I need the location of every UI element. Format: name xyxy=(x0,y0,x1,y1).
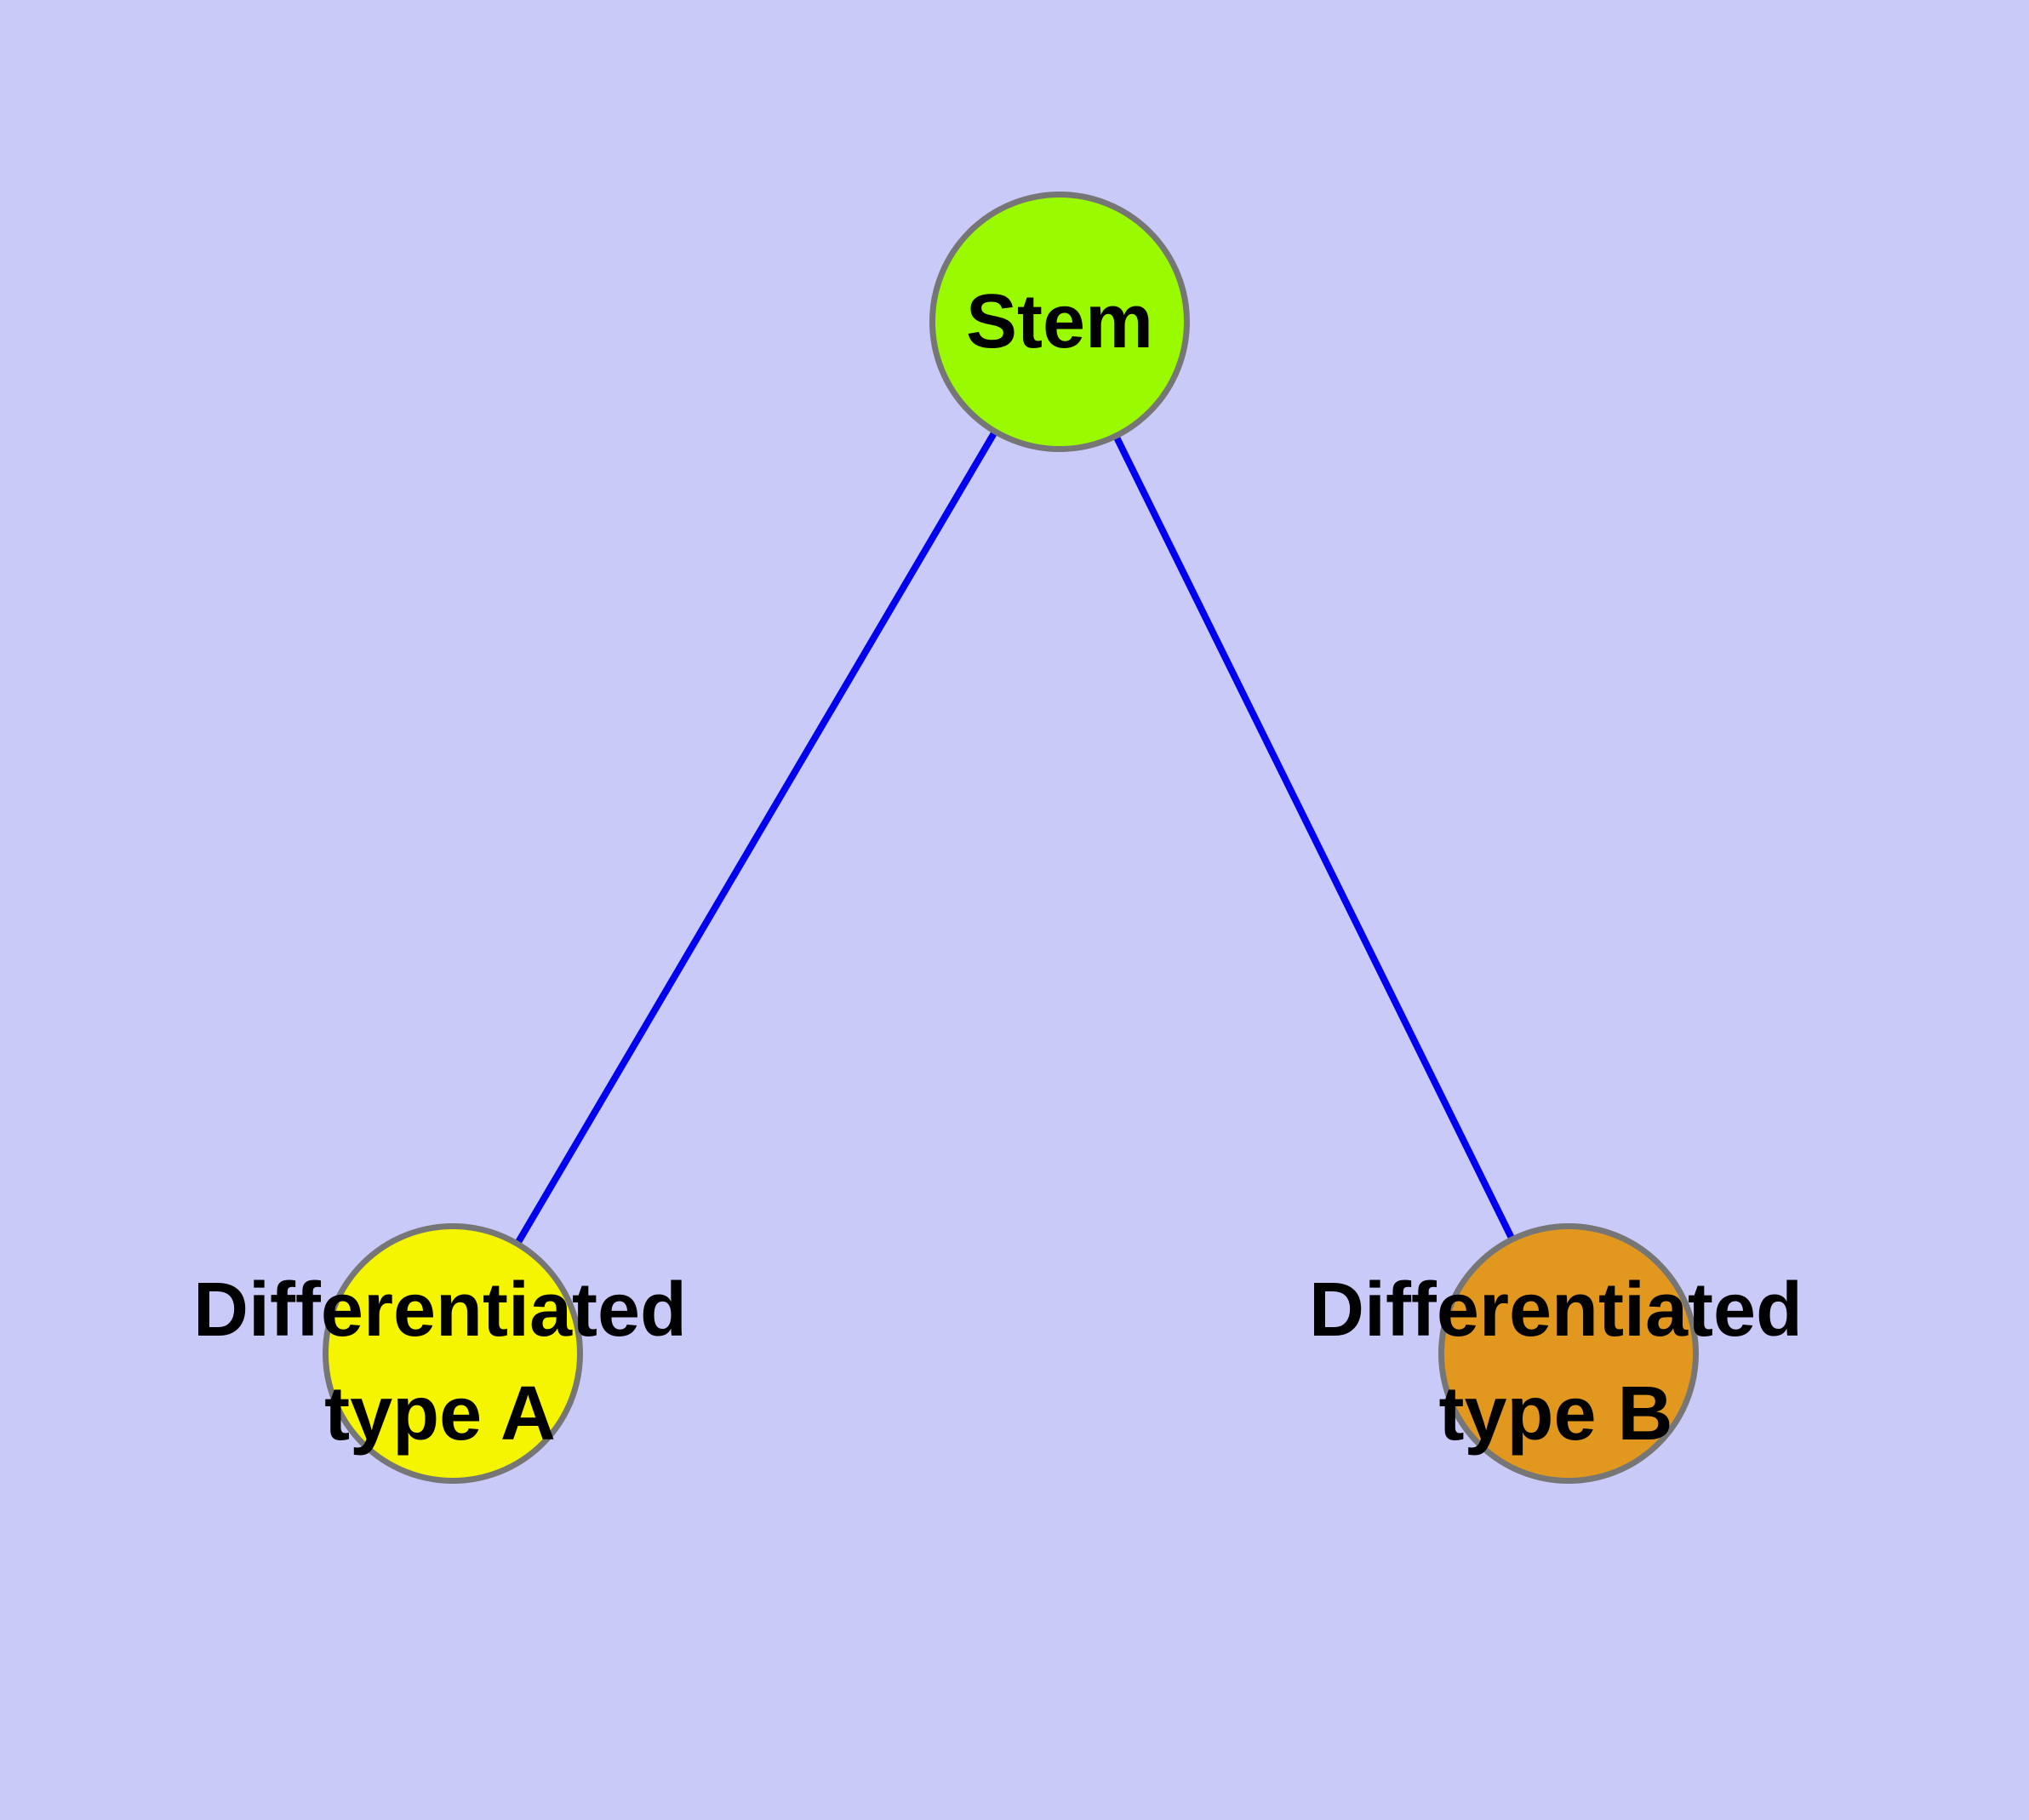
node-label-differentiated-type-b: Differentiated type B xyxy=(1308,1268,1803,1457)
edge-stem-to-type-a xyxy=(449,319,1063,1356)
node-label-differentiated-type-a: Differentiated type A xyxy=(192,1268,688,1457)
node-differentiated-type-a xyxy=(323,1223,583,1484)
node-label-stem: Stem xyxy=(965,279,1154,364)
node-differentiated-type-b xyxy=(1438,1223,1699,1484)
edge-stem-to-type-b xyxy=(1056,320,1572,1355)
node-stem xyxy=(929,192,1190,452)
